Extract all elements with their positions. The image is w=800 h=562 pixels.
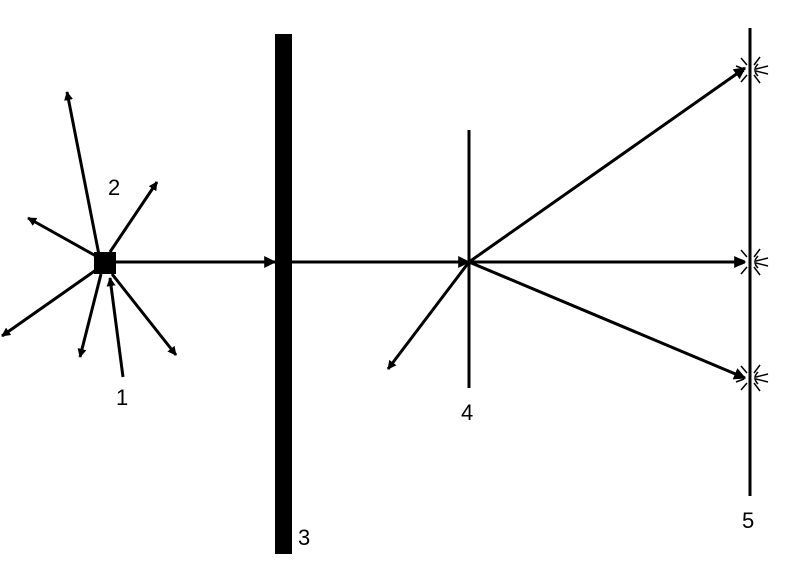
source-block xyxy=(94,252,116,274)
label-source: 1 xyxy=(116,385,128,410)
label-outgoing-ray: 2 xyxy=(108,175,120,200)
detector-flashes xyxy=(735,56,769,392)
ray-down-right xyxy=(110,273,178,356)
ray-up-right xyxy=(108,181,159,253)
ray-up-left xyxy=(64,91,102,261)
label-detector: 5 xyxy=(742,508,754,533)
ray-backscatter xyxy=(386,261,471,370)
ray-to-bottom-spot xyxy=(468,260,747,380)
flash-bottom xyxy=(735,364,769,392)
ray-left xyxy=(27,216,97,258)
flash-middle xyxy=(735,248,769,276)
ray-incoming xyxy=(106,277,125,378)
ray-down xyxy=(77,273,103,358)
ray-down-left xyxy=(1,268,97,338)
label-scatterer: 4 xyxy=(461,400,473,425)
barrier-wall xyxy=(275,34,292,554)
flash-top xyxy=(735,56,769,84)
ray-to-top-spot xyxy=(468,66,746,264)
scattered-rays xyxy=(386,66,747,380)
source-rays xyxy=(1,91,178,378)
label-barrier: 3 xyxy=(298,525,310,550)
